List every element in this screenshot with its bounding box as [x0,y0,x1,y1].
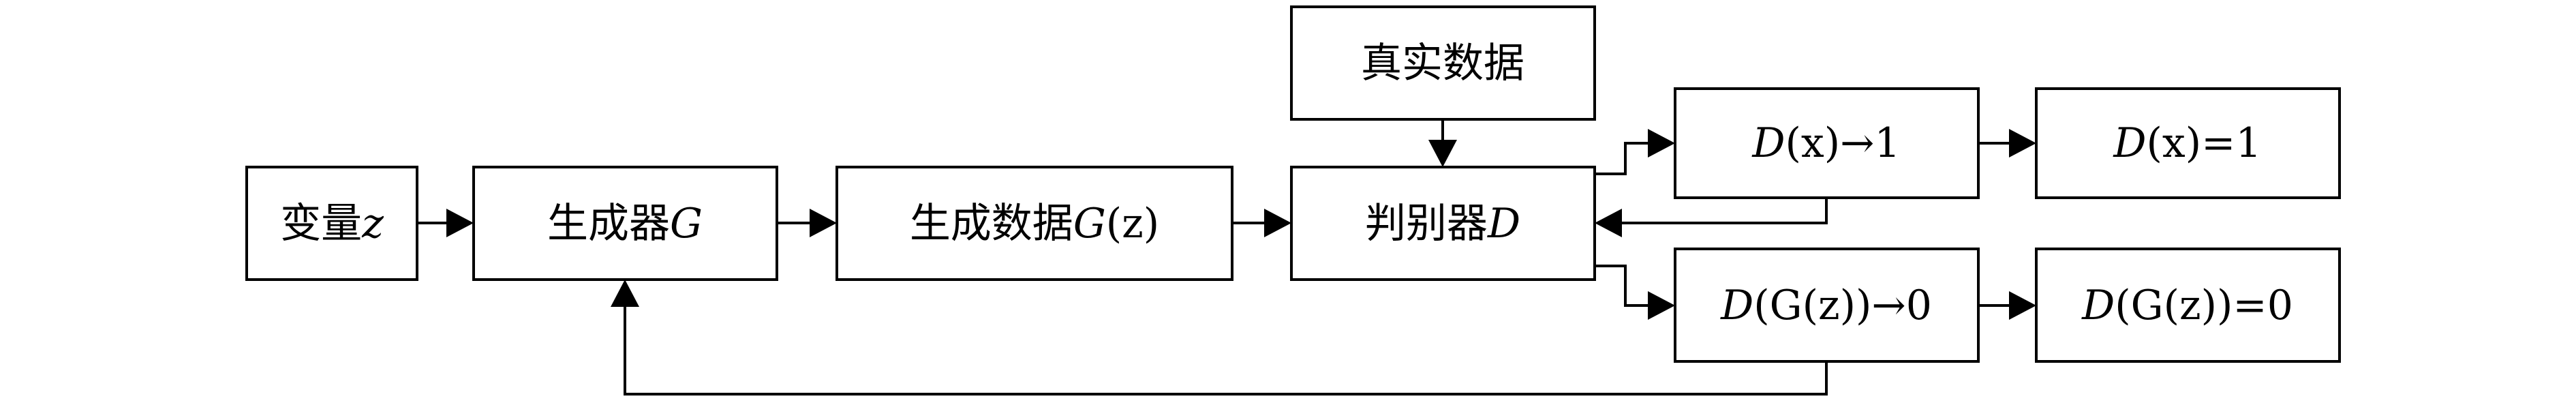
edge-variable-to-generator [417,209,474,237]
edge-discriminator-to-d-x-to-1 [1595,129,1675,175]
edge-feedback-to-discriminator [1595,198,1828,237]
generated-data-text: 生成数据 [910,200,1073,248]
d-gz-to-0-rest: →0 [1871,282,1931,329]
d-x-to-1-math: D [1751,119,1785,167]
discriminator-math: D [1487,200,1520,248]
edge-feedback-to-generator [611,280,1828,395]
variable-z-text: 变量 [280,200,362,248]
edge-real-data-to-discriminator [1428,119,1457,167]
svg-text:D(x)→1: D(x)→1 [1751,119,1900,167]
node-generator: 生成器G [472,166,778,281]
node-d-gz-eq-0: D(G(z))=0 [2035,248,2341,363]
generated-data-math: G [1073,200,1106,248]
d-gz-to-0-math: D [1720,282,1753,329]
d-gz-eq-0-math: D [2081,282,2115,329]
svg-text:D(G(z))→0: D(G(z))→0 [1720,282,1932,329]
edge-d-gz-to-0-to-d-gz-eq-0 [1978,291,2036,320]
discriminator-text: 判别器 [1365,200,1488,248]
svg-text:D(G(z))=0: D(G(z))=0 [2081,282,2293,329]
node-d-x-eq-1: D(x)=1 [2035,87,2341,199]
svg-text:判别器D: 判别器D [1365,200,1520,248]
d-x-to-1-rest: →1 [1840,119,1900,167]
node-real-data: 真实数据 [1290,5,1596,121]
variable-z-math: z [361,200,384,248]
real-data-text: 真实数据 [1361,40,1524,87]
node-d-x-to-1: D(x)→1 [1674,87,1980,199]
node-discriminator: 判别器D [1290,166,1596,281]
d-x-eq-1-rest: =1 [2201,119,2261,167]
generator-math: G [670,200,703,248]
d-x-eq-1-math: D [2113,119,2146,167]
d-gz-eq-0-rest: =0 [2233,282,2293,329]
edge-generator-to-generated-data [777,209,837,237]
node-generated-data: 生成数据G(z) [835,166,1233,281]
generator-text: 生成器 [547,200,670,248]
d-gz-eq-0-paren: (G(z)) [2115,282,2233,329]
node-d-gz-to-0: D(G(z))→0 [1674,248,1980,363]
svg-text:生成数据G(z): 生成数据G(z) [910,200,1159,248]
svg-text:生成器G: 生成器G [547,200,703,248]
d-gz-to-0-paren: (G(z)) [1753,282,1871,329]
d-x-eq-1-paren: (x) [2147,119,2202,167]
edge-discriminator-to-d-gz-to-0 [1595,265,1675,320]
edge-generated-data-to-discriminator [1232,209,1291,237]
svg-text:D(x)=1: D(x)=1 [2113,119,2261,167]
d-x-to-1-paren: (x) [1785,119,1841,167]
edge-d-x-to-1-to-d-x-eq-1 [1978,129,2036,158]
node-variable-z: 变量z [245,166,418,281]
generated-data-paren: (z) [1106,200,1159,248]
svg-text:变量z: 变量z [280,200,384,248]
